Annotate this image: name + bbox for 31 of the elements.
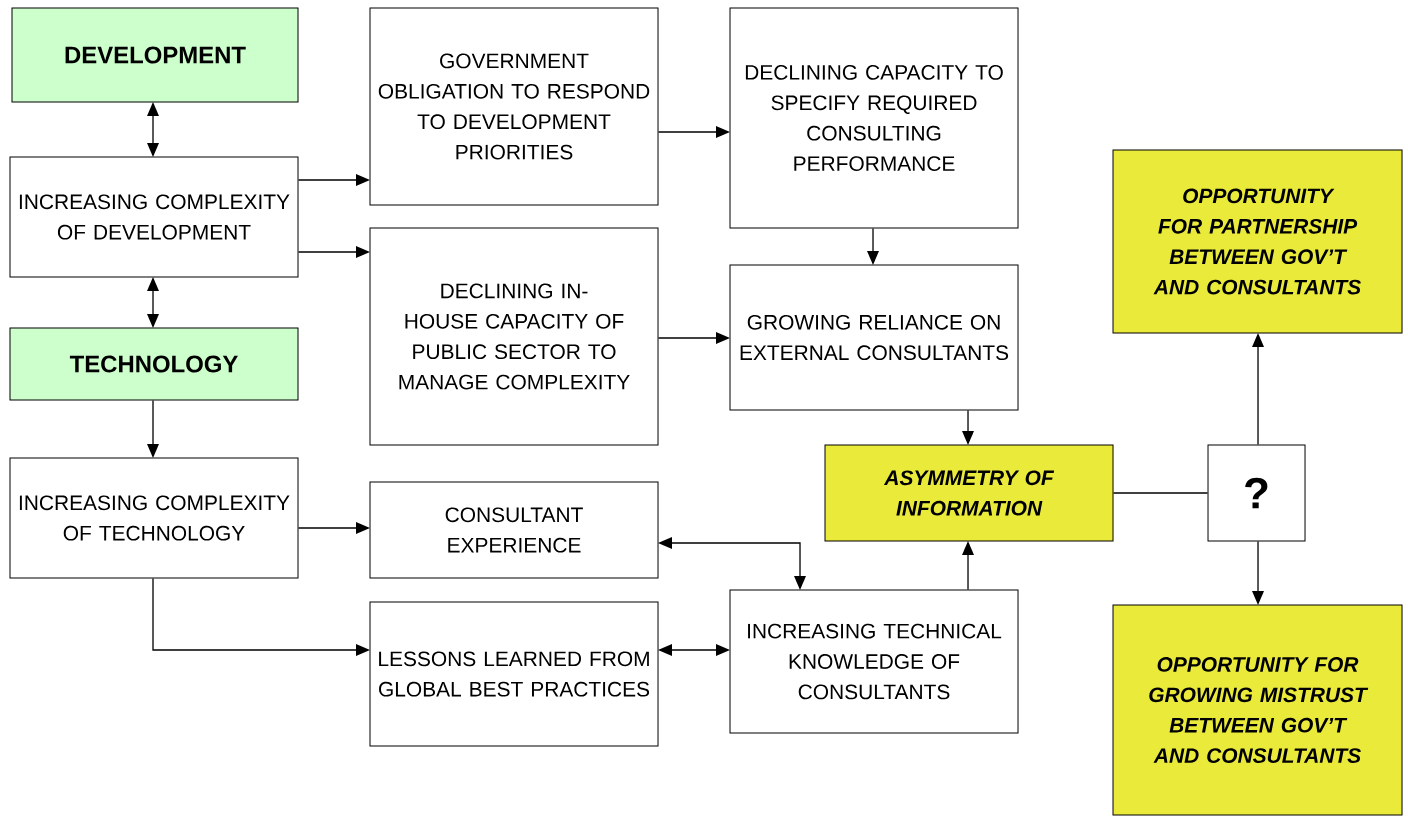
arrow bbox=[297, 522, 370, 534]
outcome-box: ASYMMETRY OF INFORMATION bbox=[824, 444, 1114, 542]
arrow bbox=[962, 409, 974, 445]
arrow bbox=[297, 174, 370, 186]
arrow bbox=[658, 537, 806, 590]
arrow bbox=[152, 577, 370, 656]
category-box: DEVELOPMENT bbox=[11, 7, 299, 103]
process-box: GROWING RELIANCE ON EXTERNAL CONSULTANTS bbox=[729, 264, 1019, 411]
arrow bbox=[147, 277, 159, 328]
process-box: INCREASING TECHNICAL KNOWLEDGE OF CONSULTANTS bbox=[729, 589, 1019, 734]
process-box: LESSONS LEARNED FROM GLOBAL BEST PRACTICES bbox=[369, 601, 659, 747]
arrow bbox=[657, 332, 730, 344]
outcome-box: OPPORTUNITY FOR PARTNERSHIP BETWEEN GOV’T AND CONSULTANTS bbox=[1112, 149, 1403, 334]
arrow bbox=[962, 541, 974, 591]
arrow bbox=[658, 644, 730, 656]
process-box: INCREASING COMPLEXITY OF TECHNOLOGY bbox=[9, 457, 299, 579]
arrow bbox=[1252, 333, 1264, 446]
arrow bbox=[657, 126, 730, 138]
arrow bbox=[147, 399, 159, 458]
arrow bbox=[147, 102, 159, 157]
process-box: CONSULTANT EXPERIENCE bbox=[369, 481, 659, 579]
process-box: GOVERNMENT OBLIGATION TO RESPOND TO DEVELOPMENT PRIORITIES bbox=[369, 7, 659, 206]
arrow bbox=[297, 246, 370, 258]
category-box: TECHNOLOGY bbox=[9, 327, 299, 401]
question-box: ? bbox=[1207, 444, 1306, 542]
outcome-box: OPPORTUNITY FOR GROWING MISTRUST BETWEEN GOV’T AND CONSULTANTS bbox=[1112, 604, 1403, 816]
arrow bbox=[1252, 540, 1264, 605]
process-box: DECLINING IN-HOUSE CAPACITY OF PUBLIC SECTOR TO MANAGE COMPLEXITY bbox=[369, 227, 659, 446]
process-box: DECLINING CAPACITY TO SPECIFY REQUIRED CONSULTING PERFORMANCE bbox=[729, 7, 1019, 229]
process-box: INCREASING COMPLEXITY OF DEVELOPMENT bbox=[9, 156, 299, 278]
arrow bbox=[867, 227, 879, 265]
